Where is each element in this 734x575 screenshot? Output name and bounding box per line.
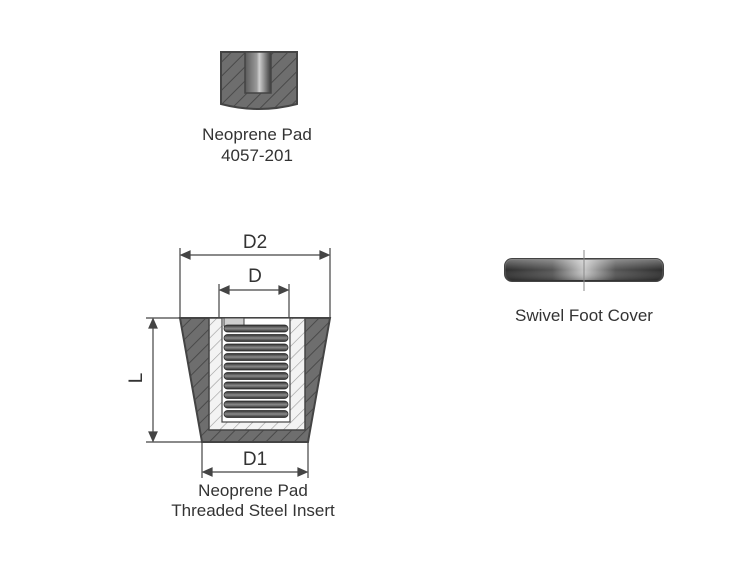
insert-pad-subtitle: Threaded Steel Insert [171,501,335,520]
thread-coil [223,381,289,390]
swivel-foot-cover-title: Swivel Foot Cover [515,306,653,325]
dimension-d1-label: D1 [242,449,268,470]
thread-coils [223,324,289,418]
thread-coil [223,324,289,333]
thread-coil [223,410,289,418]
thread-coil [223,372,289,380]
neoprene-pad-part-number: 4057-201 [221,146,293,165]
dimension-lines [146,248,331,478]
thread-coil [223,391,289,399]
thread-coil [223,334,289,342]
dimension-d2-label: D2 [242,232,268,253]
thread-coil [223,353,289,361]
thread-coil [223,362,289,371]
dimension-l-label: L [126,372,147,384]
swivel-foot-cover-drawing [504,250,664,291]
threaded-insert-drawing [178,317,332,443]
thread-coil [223,343,289,352]
thread-coil [223,400,289,409]
insert-pad-title: Neoprene Pad [198,481,308,500]
dimension-d-label: D [248,266,262,287]
neoprene-pad-title: Neoprene Pad [202,125,312,144]
neoprene-pad-drawing [220,51,298,110]
